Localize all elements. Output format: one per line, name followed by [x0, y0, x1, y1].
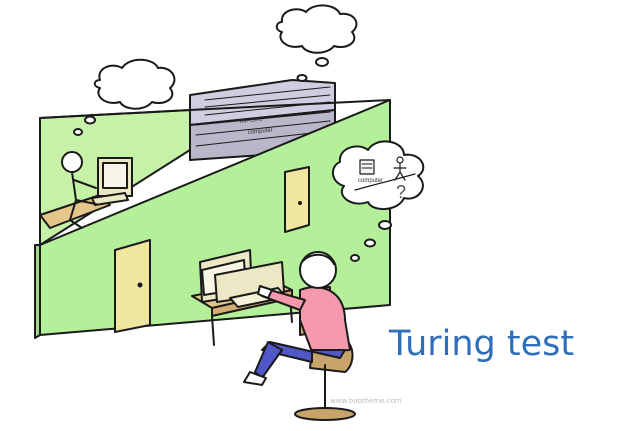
thought-cloud-icon: computer ?	[333, 141, 423, 209]
thought-cloud-icon	[277, 5, 357, 52]
thought-bubble-label: computer	[358, 178, 383, 184]
question-icon: ?	[396, 182, 406, 202]
watermark: www.bobtheme.com	[330, 397, 402, 405]
caption-title: Turing test	[389, 324, 574, 364]
door-icon	[115, 240, 150, 332]
thought-cloud-icon	[95, 60, 175, 109]
door-icon	[285, 167, 309, 232]
